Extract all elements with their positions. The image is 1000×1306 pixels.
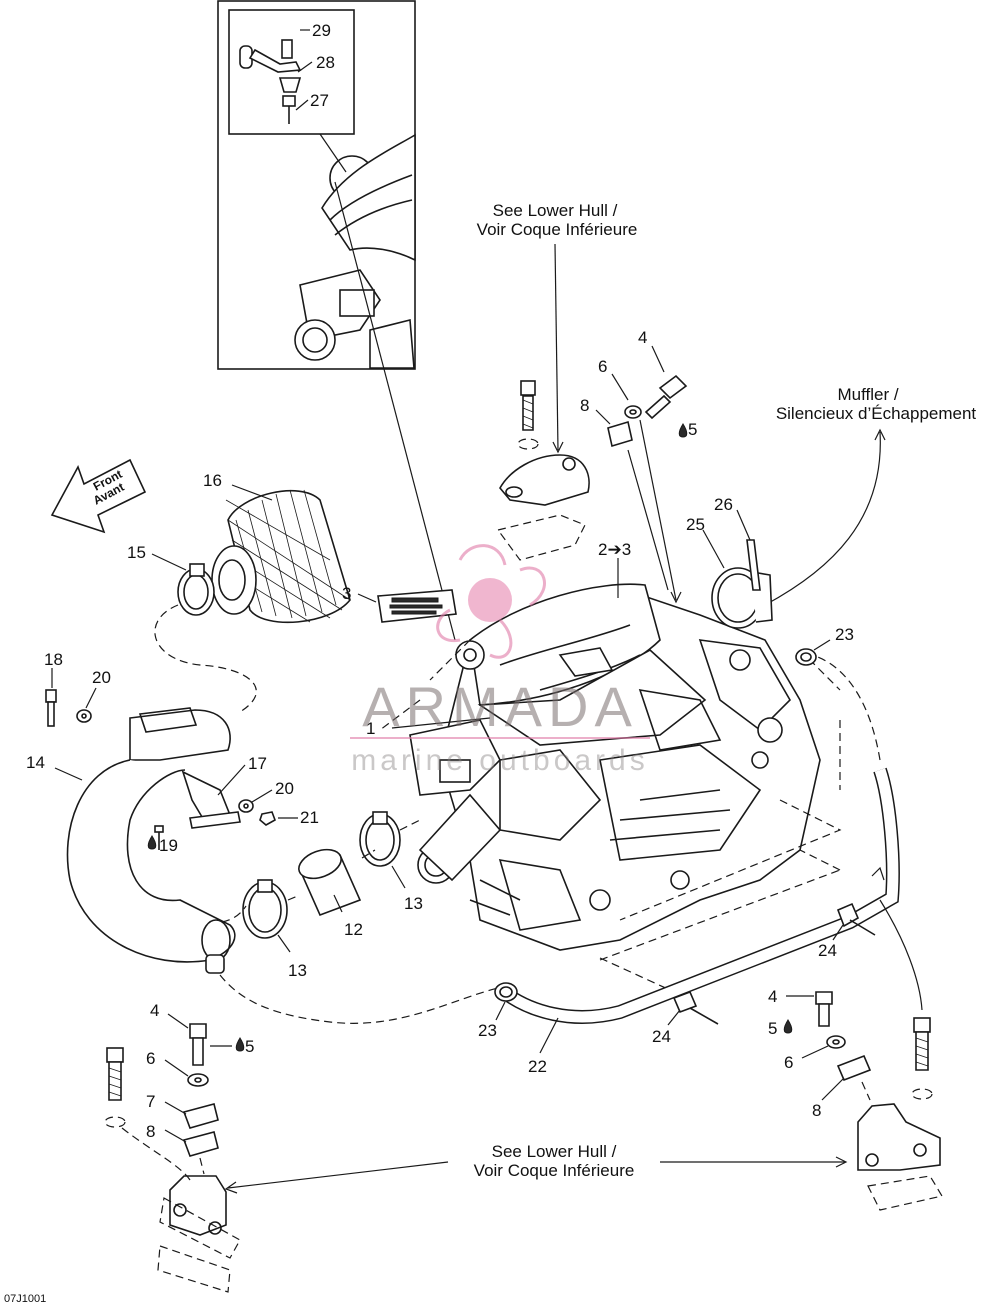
air-filter-16 xyxy=(211,489,351,624)
callout-24-right: 24 xyxy=(818,941,837,960)
drop-icon-5-left xyxy=(235,1037,245,1052)
inset-engine-sketch xyxy=(294,133,416,369)
callout-3: 3 xyxy=(342,584,351,603)
hose-clamp-13-left xyxy=(242,879,288,939)
engine-mount-right xyxy=(857,1017,943,1211)
drop-icon-19 xyxy=(147,835,157,850)
callout-8-top: 8 xyxy=(580,396,589,415)
washer-6-top xyxy=(624,405,642,419)
callout-23-bottom: 23 xyxy=(478,1021,497,1040)
callout-4-left: 4 xyxy=(150,1001,159,1020)
note-muffler-en: Muffler / xyxy=(837,385,898,404)
callout-12: 12 xyxy=(344,920,363,939)
warning-decal-3 xyxy=(377,589,457,623)
washer-6-right xyxy=(826,1035,846,1049)
callout-5-left: 5 xyxy=(245,1037,254,1056)
watermark-tagline: marine outboards xyxy=(351,744,648,777)
detail-box xyxy=(228,9,355,135)
callout-16: 16 xyxy=(203,471,222,490)
plate-7-left xyxy=(182,1103,219,1129)
callout-1: 1 xyxy=(366,719,375,738)
callout-15: 15 xyxy=(127,543,146,562)
callout-6-left: 6 xyxy=(146,1049,155,1068)
hose-clamp-23-top xyxy=(795,648,817,666)
drawing-code: 07J1001 xyxy=(4,1293,46,1305)
assembly-path-filter xyxy=(154,604,257,713)
note-lower-hull-top-fr: Voir Coque Inférieure xyxy=(477,220,638,239)
intake-coupler-12 xyxy=(298,848,362,917)
callout-13-left: 13 xyxy=(288,961,307,980)
note-lower-hull-top-en: See Lower Hull / xyxy=(493,201,618,220)
callout-25: 25 xyxy=(686,515,705,534)
note-muffler-fr: Silencieux d’Échappement xyxy=(776,404,977,423)
bolt-4-right xyxy=(815,991,833,1027)
hose-clamp-23-bottom xyxy=(494,982,518,1002)
callout-2-3: 2➔3 xyxy=(598,540,631,559)
callout-28: 28 xyxy=(316,53,335,72)
callout-7-left: 7 xyxy=(146,1092,155,1111)
cover-fastener xyxy=(455,640,485,670)
plate-8-right xyxy=(836,1054,872,1082)
hose-clamp-13-right xyxy=(359,811,401,867)
engine-block xyxy=(439,583,821,951)
callout-27: 27 xyxy=(310,91,329,110)
callout-13-right: 13 xyxy=(404,894,423,913)
detail-lever-assembly xyxy=(239,39,302,124)
exhaust-clamp-25 xyxy=(711,567,773,629)
screw-19 xyxy=(154,825,164,850)
note-lower-hull-bottom-en: See Lower Hull / xyxy=(492,1142,617,1161)
clamp-bolt-26 xyxy=(746,539,761,591)
callout-20-left: 20 xyxy=(92,668,111,687)
callout-4-right: 4 xyxy=(768,987,777,1006)
callout-6-top: 6 xyxy=(598,357,607,376)
drop-icon-5-right xyxy=(783,1019,793,1034)
callout-17: 17 xyxy=(248,754,267,773)
fitting-24-right xyxy=(836,902,876,936)
washer-20-left xyxy=(76,709,92,723)
callout-20-right: 20 xyxy=(275,779,294,798)
callout-5-top: 5 xyxy=(688,420,697,439)
callout-21: 21 xyxy=(300,808,319,827)
callout-29: 29 xyxy=(312,21,331,40)
engine-mount-top xyxy=(496,380,590,561)
air-intake-silencer-14 xyxy=(66,707,236,974)
bolt-18 xyxy=(45,689,57,727)
callout-8-left: 8 xyxy=(146,1122,155,1141)
callout-19: 19 xyxy=(159,836,178,855)
front-direction-arrow: Front Avant xyxy=(50,458,147,534)
plate-8-top xyxy=(607,420,633,448)
bolt-4-top xyxy=(644,374,688,420)
washer-6-left xyxy=(187,1073,209,1087)
callout-22: 22 xyxy=(528,1057,547,1076)
armada-watermark: ARMADA marine outboards xyxy=(350,544,650,777)
callout-18: 18 xyxy=(44,650,63,669)
hose-clamp-15 xyxy=(177,563,215,616)
callout-23-top: 23 xyxy=(835,625,854,644)
callout-24-bottom: 24 xyxy=(652,1027,671,1046)
engine-mount-left xyxy=(104,1047,241,1293)
washer-20-right xyxy=(238,799,254,813)
callout-26: 26 xyxy=(714,495,733,514)
nut-21 xyxy=(259,811,276,826)
note-lower-hull-bottom-fr: Voir Coque Inférieure xyxy=(474,1161,635,1180)
callout-6-right: 6 xyxy=(784,1053,793,1072)
watermark-brand: ARMADA xyxy=(362,675,638,738)
callout-5-right: 5 xyxy=(768,1019,777,1038)
callout-4-top: 4 xyxy=(638,328,647,347)
assembly-path-mount xyxy=(599,649,842,961)
callout-14: 14 xyxy=(26,753,45,772)
drop-icon-5-top xyxy=(678,423,688,438)
fitting-24-bottom xyxy=(672,990,719,1025)
plate-8-left xyxy=(182,1131,219,1157)
bracket-17 xyxy=(181,770,241,829)
bolt-4-left xyxy=(189,1023,207,1066)
callout-8-right: 8 xyxy=(812,1101,821,1120)
